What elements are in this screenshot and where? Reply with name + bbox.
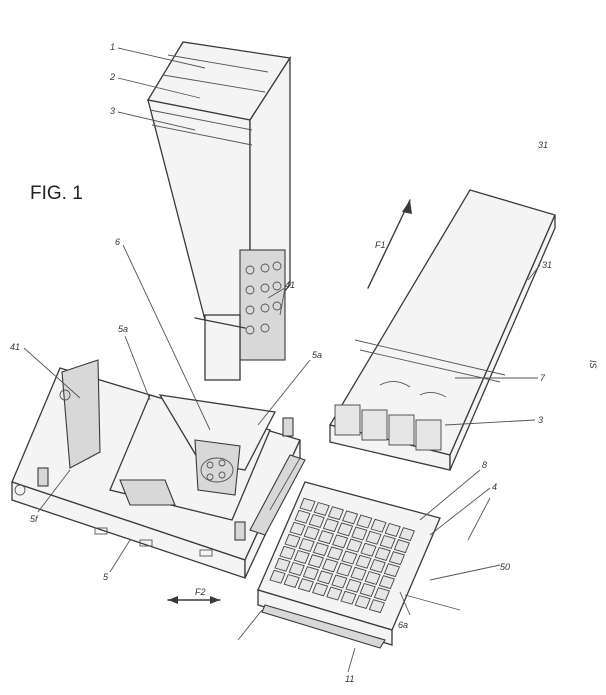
mold-cell [297, 578, 315, 593]
side-mark: IS [588, 360, 598, 369]
mold-cell [298, 537, 315, 552]
mold-cell [316, 570, 334, 585]
label-50: 50 [500, 562, 510, 572]
label-41-frame: 41 [10, 342, 20, 352]
label-5a-right: 5a [312, 350, 322, 360]
mold-cell [378, 575, 396, 590]
label-11: 11 [345, 674, 354, 684]
mold-cell [364, 570, 381, 585]
mold-cells [269, 497, 416, 614]
mold-cell [355, 554, 372, 569]
mold-cell [302, 566, 320, 581]
base-frame [11, 359, 306, 579]
mold-cell [322, 518, 340, 533]
leader-lines [23, 47, 541, 673]
mold-cell [321, 558, 339, 573]
mold-cell [360, 542, 377, 557]
mold-cell [289, 521, 306, 536]
mold-cell [345, 578, 362, 593]
mold-cell [359, 582, 376, 597]
mold-cell [356, 514, 373, 529]
mold-cell [341, 510, 359, 525]
mold-cell [340, 590, 357, 605]
mold-cell [384, 522, 401, 537]
reference-numerals: 1 2 3 6 41 41 5a 5a 5f 5 F1 F2 31 31 7 3… [10, 42, 598, 684]
mold-cell [326, 546, 344, 561]
mold-cell [383, 563, 401, 578]
mold-cell [313, 501, 330, 516]
mold-cell [308, 513, 325, 528]
mold-cell [354, 594, 371, 609]
mold-cell [369, 558, 386, 573]
mold-cell [293, 549, 310, 564]
mold-cell [336, 522, 354, 537]
label-8: 8 [482, 460, 487, 470]
mold-cell [398, 527, 416, 542]
label-5f: 5f [30, 514, 39, 524]
mold-cell [279, 545, 296, 560]
mold-cell [327, 506, 345, 521]
mold-cell [365, 530, 382, 545]
label-41-nozzles: 41 [285, 280, 295, 290]
mold-cell [351, 526, 368, 541]
label-31-top: 31 [538, 140, 548, 150]
mold-cell [283, 573, 300, 588]
label-f1: F1 [375, 240, 386, 250]
mold-cell [288, 561, 305, 576]
mold-cell [370, 518, 387, 533]
mold-cell [379, 534, 396, 549]
label-6a: 6a [398, 620, 408, 630]
mold-cell [284, 533, 301, 548]
mold-grid [257, 481, 441, 649]
figure-title: FIG. 1 [30, 183, 83, 204]
label-6: 6 [115, 237, 120, 247]
label-1: 1 [110, 42, 115, 52]
hopper-column [146, 41, 292, 381]
mold-cell [350, 566, 367, 581]
mold-cell [341, 550, 358, 565]
mold-cell [368, 599, 386, 614]
label-f2: F2 [195, 587, 206, 597]
mold-cell [388, 551, 406, 566]
nozzle-block [194, 249, 286, 381]
mold-cell [331, 534, 349, 549]
label-31-side: 31 [542, 260, 552, 270]
mold-cell [303, 525, 320, 540]
mold-cell [346, 538, 363, 553]
label-3-tray: 3 [538, 415, 543, 425]
label-3: 3 [110, 106, 115, 116]
mold-cell [336, 562, 353, 577]
mold-cell [299, 497, 316, 512]
mold-cell [269, 569, 286, 584]
mold-cell [393, 539, 411, 554]
direction-arrows [167, 199, 412, 604]
label-7: 7 [540, 373, 546, 383]
tray-cups [334, 404, 442, 451]
mold-cell [373, 587, 391, 602]
mold-cell [274, 557, 291, 572]
mold-cell [312, 542, 330, 557]
mold-cell [374, 546, 391, 561]
label-5: 5 [103, 572, 109, 582]
product-tray [328, 189, 556, 471]
mold-cell [294, 509, 311, 524]
mold-cell [307, 554, 325, 569]
label-4: 4 [492, 482, 497, 492]
mold-cell [311, 582, 329, 597]
mold-cell [317, 530, 335, 545]
label-5a-left: 5a [118, 324, 128, 334]
label-2: 2 [109, 72, 115, 82]
mold-cell [326, 586, 343, 601]
mold-cell [331, 574, 348, 589]
